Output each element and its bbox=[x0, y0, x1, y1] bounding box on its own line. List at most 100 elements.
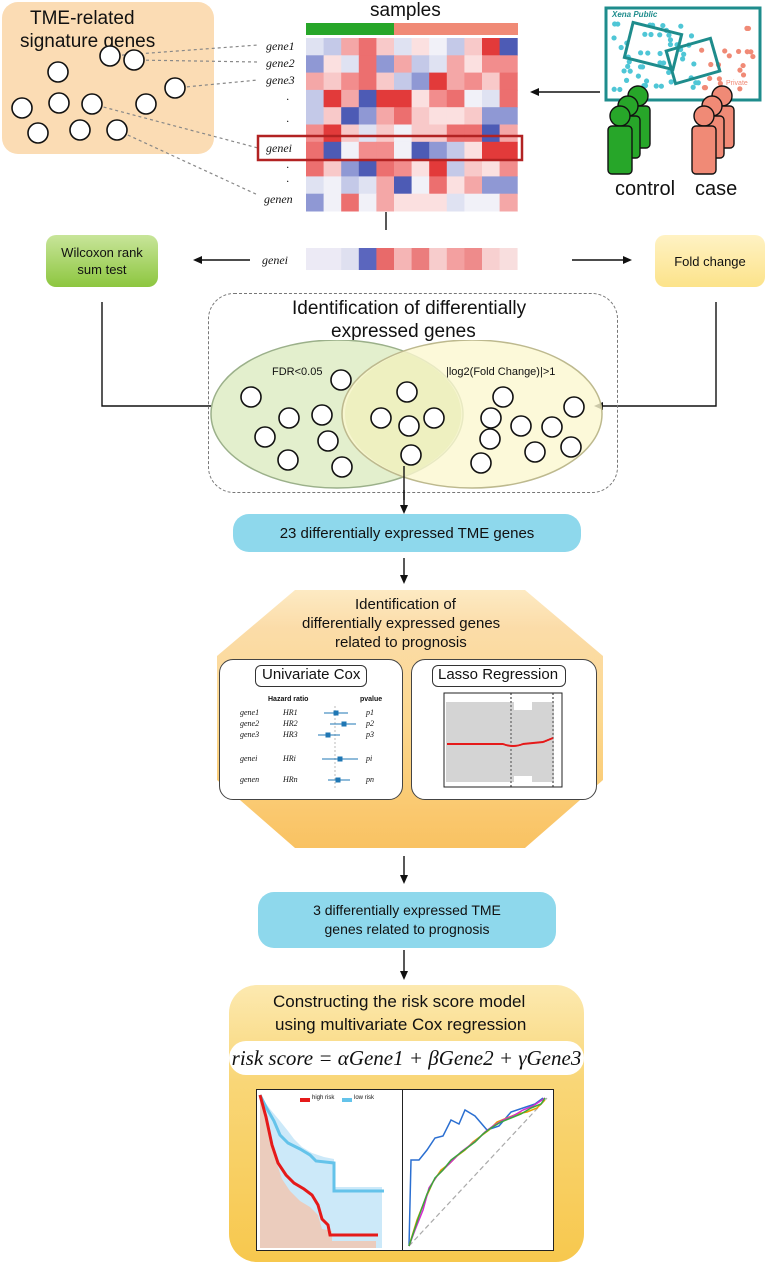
heatmap-cell bbox=[429, 141, 448, 160]
arrow-to-step1 bbox=[400, 490, 408, 514]
gene-i-cell bbox=[429, 248, 448, 270]
heatmap-cell bbox=[499, 89, 518, 108]
xena-figure bbox=[604, 6, 762, 175]
xena-dot bbox=[744, 25, 750, 31]
xena-dot bbox=[627, 68, 633, 74]
heatmap-cell bbox=[323, 141, 342, 160]
xena-dot bbox=[621, 68, 627, 74]
heatmap-cell bbox=[376, 107, 395, 125]
heatmap-cell bbox=[306, 141, 325, 160]
highlight-row bbox=[256, 134, 524, 162]
heatmap-cell bbox=[446, 107, 465, 125]
heatmap-cell bbox=[429, 55, 448, 74]
heatmap-cell bbox=[464, 89, 483, 108]
heatmap-label-i: genei bbox=[266, 141, 292, 155]
heatmap-cell bbox=[499, 159, 518, 177]
heatmap-cell bbox=[323, 107, 342, 125]
heatmap-cell bbox=[376, 38, 395, 56]
heatmap-cell bbox=[323, 124, 342, 143]
heatmap-cell bbox=[446, 176, 465, 195]
risk-title-1: Constructing the risk score model bbox=[273, 992, 526, 1011]
heatmap-cell bbox=[429, 124, 448, 143]
arrow-to-step2 bbox=[400, 856, 408, 884]
gene-i-cell bbox=[358, 248, 377, 270]
tests-row-graphics bbox=[101, 248, 717, 410]
heatmap-cell bbox=[376, 159, 395, 177]
heatmap-title: samples bbox=[370, 0, 441, 21]
signature-title-1: TME-related bbox=[30, 8, 135, 29]
heatmap-cell bbox=[499, 55, 518, 74]
signature-title-2: signature genes bbox=[20, 31, 156, 52]
km-legend-low: low risk bbox=[354, 1095, 375, 1101]
case-label: case bbox=[695, 178, 738, 200]
arrow-to-risk bbox=[400, 950, 408, 980]
heatmap-cell bbox=[358, 89, 377, 108]
fdr-label: FDR<0.05 bbox=[272, 366, 323, 378]
step1-pill: 23 differentially expressed TME genes bbox=[233, 514, 581, 552]
cox-hr-3: HR3 bbox=[283, 730, 298, 739]
heatmap-cell bbox=[464, 193, 483, 212]
heatmap-cell bbox=[323, 159, 342, 177]
cox-panel bbox=[219, 659, 403, 800]
xena-dot bbox=[611, 86, 617, 92]
heatmap-cell bbox=[341, 159, 360, 177]
cox-hr-i: HRi bbox=[283, 754, 296, 763]
cox-title-box bbox=[255, 665, 367, 687]
xena-dot bbox=[717, 80, 723, 87]
deg-title-2: expressed genes bbox=[331, 321, 476, 342]
xena-dot bbox=[699, 47, 705, 53]
heatmap-cell bbox=[376, 89, 395, 108]
heatmap-cell bbox=[394, 72, 413, 91]
heatmap-cell bbox=[482, 55, 501, 74]
gene-i-cell bbox=[323, 248, 342, 270]
cox-p-1: p1 bbox=[366, 708, 374, 717]
wilcoxon-box: Wilcoxon rank sum test bbox=[46, 235, 158, 287]
heatmap-cell bbox=[323, 55, 342, 74]
heatmap-cell bbox=[376, 124, 395, 143]
xena-dot bbox=[688, 33, 695, 39]
xena-dot bbox=[660, 22, 666, 29]
heatmap-cell bbox=[341, 55, 360, 74]
fold-label: |log2(Fold Change)|>1 bbox=[446, 366, 556, 378]
heatmap-cell bbox=[411, 55, 430, 74]
step2-line-1: 3 differentially expressed TME bbox=[313, 902, 501, 918]
heatmap-cell bbox=[358, 159, 377, 177]
heatmap-cell bbox=[323, 72, 342, 91]
heatmap-cell bbox=[341, 38, 360, 56]
xena-dot bbox=[661, 60, 667, 66]
deg-title-1: Identification of differentially bbox=[292, 298, 527, 319]
heatmap-dot-1: · bbox=[286, 92, 289, 106]
xena-dot bbox=[667, 37, 674, 43]
cox-gene-i: genei bbox=[240, 754, 258, 763]
heatmap-cell bbox=[394, 176, 413, 195]
heatmap-cell bbox=[341, 107, 360, 125]
heatmap-cell bbox=[446, 124, 465, 143]
heatmap-cell bbox=[341, 124, 360, 143]
gene-i-cell bbox=[411, 248, 430, 270]
heatmap-cell bbox=[429, 107, 448, 125]
km-plot bbox=[258, 1094, 384, 1248]
xena-dot bbox=[653, 83, 659, 89]
cox-p-2: p2 bbox=[366, 719, 374, 728]
heatmap-cell bbox=[358, 193, 377, 212]
heatmap-cell bbox=[358, 72, 377, 91]
gene-i-cell bbox=[394, 248, 412, 270]
lasso-title: Lasso Regression bbox=[438, 666, 559, 683]
heatmap-dot-3: · bbox=[286, 160, 289, 174]
gene-i-cell bbox=[376, 248, 395, 270]
heatmap-cell bbox=[411, 72, 430, 91]
fold-change-box: Fold change bbox=[655, 235, 765, 287]
xena-dot bbox=[643, 78, 650, 84]
cox-header-hr: Hazard ratio bbox=[268, 696, 309, 703]
xena-dot bbox=[691, 61, 697, 67]
heatmap-cell bbox=[341, 72, 360, 91]
cox-header-p: pvalue bbox=[360, 696, 383, 703]
heatmap-cell bbox=[341, 89, 360, 108]
heatmap-cell bbox=[464, 55, 483, 74]
signature-gene-circles bbox=[11, 45, 186, 144]
top-left-graphics bbox=[11, 23, 600, 230]
heatmap-cell bbox=[482, 159, 501, 177]
gene-i-cell bbox=[499, 248, 518, 270]
prog-title-1: Identification of bbox=[355, 596, 456, 613]
heatmap-cell bbox=[341, 141, 360, 160]
